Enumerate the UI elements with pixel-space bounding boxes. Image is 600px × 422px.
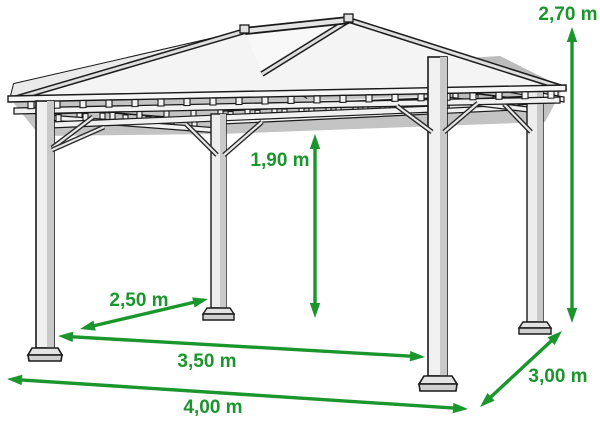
gazebo-post-back-left: [201, 113, 236, 321]
dimension-total-height: 2,70 m: [538, 4, 598, 323]
eave-spacer-block: [391, 93, 399, 102]
dimension-label-outer-width: 4,00 m: [183, 397, 242, 418]
band-slat: [109, 111, 116, 121]
dimension-arrowhead: [192, 297, 208, 308]
brace-front-right: [395, 101, 480, 135]
dimension-arrowhead: [547, 331, 562, 346]
dimension-arrowhead: [409, 350, 425, 362]
dimension-outer-width: 4,00 m: [7, 374, 468, 418]
dimension-arrow-line: [89, 299, 199, 329]
dimension-arrowhead: [80, 320, 96, 331]
dimension-arrow-line: [16, 377, 459, 411]
dimension-arrowhead: [566, 308, 578, 323]
dimension-outer-depth: 3,00 m: [480, 331, 588, 407]
dimension-arrowhead: [7, 374, 23, 386]
dimension-arrowhead: [309, 134, 321, 149]
dimension-label-inner-width: 3,50 m: [177, 351, 236, 372]
eave-spacer-block: [495, 91, 503, 100]
dimension-arrowhead: [566, 27, 578, 42]
band-slat: [55, 113, 62, 123]
dimension-inner-depth: 2,50 m: [80, 290, 208, 331]
eave-spacer-block: [521, 91, 529, 100]
ridge-finial: [239, 24, 250, 34]
eave-spacer-block: [79, 99, 87, 109]
eave-spacer-block: [287, 95, 295, 105]
eave-spacer-block: [365, 94, 373, 103]
brace-front-left: [50, 115, 106, 153]
band-slat: [99, 112, 106, 120]
eave-spacer-block: [157, 98, 165, 107]
dimension-label-outer-depth: 3,00 m: [528, 366, 587, 387]
brace-back-left: [184, 120, 264, 157]
eave-spacer-block: [53, 100, 61, 109]
gazebo-post-front-left: [26, 100, 106, 362]
eave-spacer-block: [339, 94, 347, 103]
eave-spacer-block: [235, 96, 243, 106]
dimension-annotations: 2,70 m 1,90 m 2,50 m 3,50 m 3,00 m 4,00 m: [7, 4, 598, 418]
eave-spacer-block: [209, 97, 217, 106]
dimension-arrow-line: [486, 336, 556, 402]
dimension-arrowhead: [480, 392, 495, 407]
dimension-label-clearance-height: 1,90 m: [250, 150, 309, 171]
eave-assembly: [13, 90, 561, 115]
gazebo-roof: [7, 13, 567, 103]
band-slat: [136, 110, 143, 119]
eave-spacer-block: [469, 92, 477, 101]
gazebo-post-back-right: [517, 89, 553, 335]
eave-spacer-block: [131, 98, 139, 108]
eave-spacer-block: [261, 96, 269, 105]
eave-spacer-block: [105, 99, 113, 108]
dimension-clearance-height: 1,90 m: [250, 134, 321, 318]
eave-fascia: [7, 84, 567, 103]
dimension-arrowhead: [309, 303, 321, 318]
roof-cap-bars: [9, 16, 567, 103]
eave-spacer-block: [547, 90, 555, 99]
ridge-finial: [343, 13, 354, 23]
brace-back-right: [502, 102, 533, 134]
dimension-label-total-height: 2,70 m: [538, 4, 597, 25]
dimension-inner-width: 3,50 m: [58, 331, 425, 372]
corner-braces: [184, 102, 533, 157]
eave-spacer-block: [183, 97, 191, 107]
gazebo-post-front-right: [395, 56, 480, 392]
dimension-label-inner-depth: 2,50 m: [109, 290, 168, 311]
eave-spacer-block: [27, 100, 35, 110]
eave-spacer-block: [417, 93, 425, 102]
dimension-arrowhead: [58, 331, 74, 343]
dimension-arrow-line: [67, 334, 416, 359]
dimension-arrowhead: [452, 402, 468, 414]
eave-spacer-block: [313, 95, 321, 104]
